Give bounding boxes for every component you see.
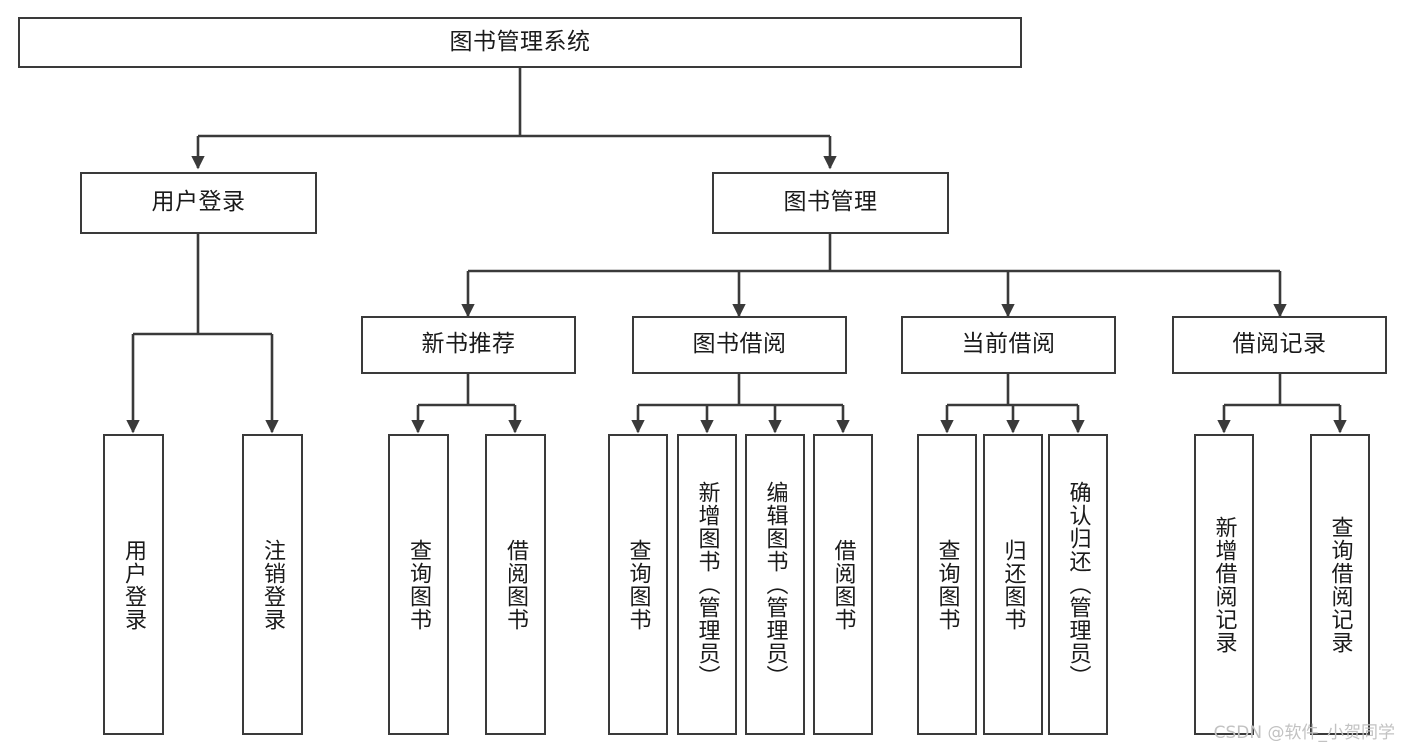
node-label: 查询图书	[625, 538, 651, 631]
node-label: 图书管理	[783, 189, 878, 216]
node-new-book-recommend[interactable]: 新书推荐	[361, 316, 576, 374]
node-label: 新增借阅记录	[1211, 515, 1237, 654]
leaf-user-login[interactable]: 用户登录	[103, 434, 164, 735]
node-label: 确认归还（管理员）	[1065, 481, 1091, 688]
leaf-return-book[interactable]: 归还图书	[983, 434, 1043, 735]
node-label: 新书推荐	[421, 331, 516, 358]
leaf-query-borrow-record[interactable]: 查询借阅记录	[1310, 434, 1370, 735]
node-label: 查询图书	[934, 538, 960, 631]
node-book-management[interactable]: 图书管理	[712, 172, 949, 234]
node-label: 用户登录	[151, 189, 246, 216]
node-user-login[interactable]: 用户登录	[80, 172, 317, 234]
node-label: 借阅记录	[1232, 331, 1327, 358]
leaf-confirm-return-admin[interactable]: 确认归还（管理员）	[1048, 434, 1108, 735]
leaf-query-book-current[interactable]: 查询图书	[917, 434, 977, 735]
node-book-management-system[interactable]: 图书管理系统	[18, 17, 1022, 68]
node-label: 新增图书（管理员）	[694, 481, 720, 688]
node-label: 编辑图书（管理员）	[762, 481, 788, 688]
node-book-borrow[interactable]: 图书借阅	[632, 316, 847, 374]
node-label: 图书管理系统	[449, 28, 591, 55]
leaf-add-borrow-record[interactable]: 新增借阅记录	[1194, 434, 1254, 735]
node-label: 借阅图书	[503, 538, 529, 631]
node-label: 借阅图书	[830, 538, 856, 631]
node-label: 归还图书	[1000, 538, 1026, 631]
node-current-borrow[interactable]: 当前借阅	[901, 316, 1116, 374]
leaf-edit-book-admin[interactable]: 编辑图书（管理员）	[745, 434, 805, 735]
node-label: 图书借阅	[692, 331, 787, 358]
leaf-borrow-book-newbook[interactable]: 借阅图书	[485, 434, 546, 735]
node-label: 查询借阅记录	[1327, 515, 1353, 654]
leaf-add-book-admin[interactable]: 新增图书（管理员）	[677, 434, 737, 735]
leaf-logout[interactable]: 注销登录	[242, 434, 303, 735]
node-label: 当前借阅	[961, 331, 1056, 358]
node-label: 查询图书	[406, 538, 432, 631]
csdn-watermark: CSDN @软件_小贺同学	[1213, 723, 1395, 743]
leaf-query-book-borrow[interactable]: 查询图书	[608, 434, 668, 735]
leaf-borrow-book[interactable]: 借阅图书	[813, 434, 873, 735]
node-label: 注销登录	[260, 538, 286, 631]
leaf-query-book-newbook[interactable]: 查询图书	[388, 434, 449, 735]
node-borrow-records[interactable]: 借阅记录	[1172, 316, 1387, 374]
node-label: 用户登录	[121, 538, 147, 631]
